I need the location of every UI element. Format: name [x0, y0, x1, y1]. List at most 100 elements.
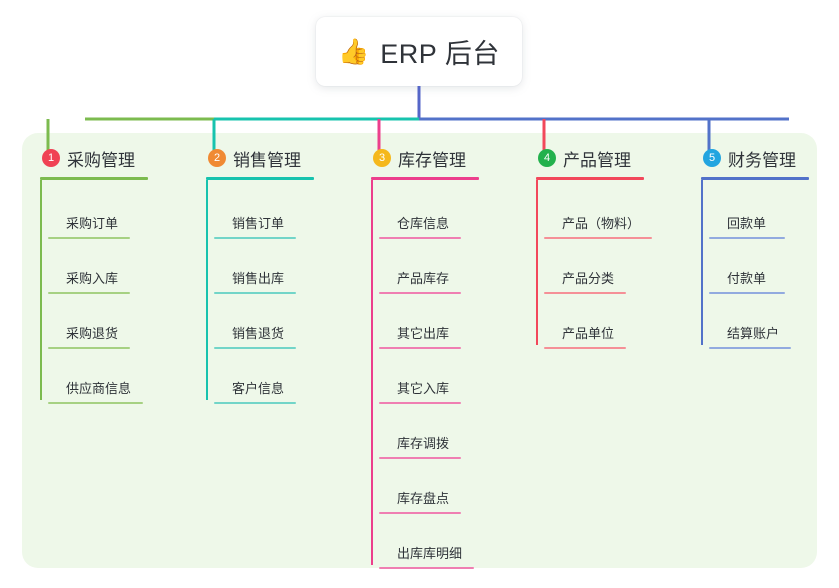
- branch-item-label: 产品库存: [397, 271, 450, 286]
- branch-item-rule: [379, 347, 461, 349]
- branch-item-rule: [214, 402, 296, 404]
- branch-item-rule: [48, 292, 130, 294]
- branch-item-rule: [709, 347, 791, 349]
- branch-header-rule: [206, 177, 314, 180]
- branch-title: 销售管理: [233, 150, 301, 170]
- branch-item[interactable]: 供应商信息: [40, 345, 148, 404]
- branch-item-rule: [709, 292, 785, 294]
- branch-header[interactable]: 1 采购管理: [40, 146, 148, 170]
- branch-header[interactable]: 4 产品管理: [536, 146, 652, 170]
- branch-item-label: 其它入库: [397, 381, 450, 396]
- branch-item-label: 产品单位: [562, 326, 615, 341]
- branch-header[interactable]: 5 财务管理: [701, 146, 809, 170]
- branch-item-rule: [214, 237, 296, 239]
- branch-item[interactable]: 结算账户: [701, 290, 809, 349]
- branch-item[interactable]: 回款单: [701, 180, 809, 239]
- branch-number-badge: 5: [703, 149, 721, 167]
- branch-item-rule: [48, 347, 130, 349]
- branch-item[interactable]: 产品单位: [536, 290, 652, 349]
- branch-column: 4 产品管理产品（物料） 产品分类产品单位: [536, 146, 652, 349]
- branch-number-badge: 4: [538, 149, 556, 167]
- branch-item[interactable]: 产品库存: [371, 235, 479, 294]
- branch-title: 采购管理: [67, 150, 135, 170]
- branch-column: 5 财务管理回款单付款单结算账户: [701, 146, 809, 349]
- branch-item[interactable]: 采购订单: [40, 180, 148, 239]
- branch-header-rule: [371, 177, 479, 180]
- branch-number-badge: 3: [373, 149, 391, 167]
- branch-item-label: 销售订单: [232, 216, 285, 231]
- branch-item-label: 产品分类: [562, 271, 615, 286]
- branch-column: 2 销售管理销售订单销售出库销售退货客户信息: [206, 146, 314, 404]
- branch-item[interactable]: 其它出库: [371, 290, 479, 349]
- branch-item[interactable]: 库存盘点: [371, 455, 479, 514]
- branch-item-label: 采购退货: [66, 326, 119, 341]
- branch-item[interactable]: 付款单: [701, 235, 809, 294]
- branch-item[interactable]: 销售订单: [206, 180, 314, 239]
- branch-title: 产品管理: [563, 150, 631, 170]
- branch-item-list: 产品（物料） 产品分类产品单位: [536, 180, 652, 349]
- branch-item-rule: [379, 457, 461, 459]
- branch-item-rule: [379, 512, 461, 514]
- root-node-card[interactable]: 👍 ERP 后台: [316, 17, 522, 86]
- branch-item-label: 其它出库: [397, 326, 450, 341]
- branch-item[interactable]: 客户信息: [206, 345, 314, 404]
- branch-item-rule: [709, 237, 785, 239]
- branch-title: 财务管理: [728, 150, 796, 170]
- branch-header[interactable]: 3 库存管理: [371, 146, 479, 170]
- branch-header-rule: [701, 177, 809, 180]
- branch-item-label: 销售退货: [232, 326, 285, 341]
- thumbs-up-icon: 👍: [338, 38, 370, 66]
- branch-title: 库存管理: [398, 150, 466, 170]
- branch-header[interactable]: 2 销售管理: [206, 146, 314, 170]
- branch-item-label: 仓库信息: [397, 216, 450, 231]
- branch-item[interactable]: 库存调拨: [371, 400, 479, 459]
- branch-item-rule: [379, 567, 474, 569]
- branch-item-label: 产品（物料）: [562, 216, 641, 231]
- branch-item-rule: [379, 402, 461, 404]
- branch-item-label: 采购入库: [66, 271, 119, 286]
- branch-item-label: 回款单: [727, 216, 767, 231]
- branch-header-rule: [40, 177, 148, 180]
- branch-column: 1 采购管理采购订单采购入库采购退货供应商信息: [40, 146, 148, 404]
- branch-item-list: 采购订单采购入库采购退货供应商信息: [40, 180, 148, 404]
- branch-item-label: 客户信息: [232, 381, 285, 396]
- branch-item-label: 采购订单: [66, 216, 119, 231]
- branch-item[interactable]: 采购入库: [40, 235, 148, 294]
- branch-item-label: 库存盘点: [397, 491, 450, 506]
- branch-spine: [701, 180, 703, 345]
- branch-item-label: 供应商信息: [66, 381, 132, 396]
- branch-item-rule: [48, 237, 130, 239]
- branch-item[interactable]: 仓库信息: [371, 180, 479, 239]
- branch-item-rule: [544, 347, 626, 349]
- branch-column: 3 库存管理仓库信息产品库存其它出库其它入库库存调拨库存盘点出库库明细: [371, 146, 479, 569]
- branch-item[interactable]: 销售出库: [206, 235, 314, 294]
- branch-item-rule: [379, 292, 461, 294]
- branch-item-label: 付款单: [727, 271, 767, 286]
- branch-item-rule: [214, 292, 296, 294]
- branch-item-list: 回款单付款单结算账户: [701, 180, 809, 349]
- branch-item-rule: [544, 237, 652, 239]
- branch-item-label: 库存调拨: [397, 436, 450, 451]
- branch-item[interactable]: 产品（物料）: [536, 180, 652, 239]
- branch-number-badge: 1: [42, 149, 60, 167]
- branch-spine: [206, 180, 208, 400]
- branch-item-rule: [48, 402, 143, 404]
- branch-item-label: 出库库明细: [397, 546, 463, 561]
- branches-panel: [22, 133, 817, 568]
- branch-number-badge: 2: [208, 149, 226, 167]
- branch-spine: [536, 180, 538, 345]
- branch-item-list: 销售订单销售出库销售退货客户信息: [206, 180, 314, 404]
- branch-spine: [371, 180, 373, 565]
- branch-item-list: 仓库信息产品库存其它出库其它入库库存调拨库存盘点出库库明细: [371, 180, 479, 569]
- branch-item-label: 结算账户: [727, 326, 780, 341]
- branch-spine: [40, 180, 42, 400]
- branch-item[interactable]: 销售退货: [206, 290, 314, 349]
- branch-item[interactable]: 出库库明细: [371, 510, 479, 569]
- branch-item[interactable]: 产品分类: [536, 235, 652, 294]
- branch-item-rule: [544, 292, 626, 294]
- branch-item[interactable]: 采购退货: [40, 290, 148, 349]
- branch-item-label: 销售出库: [232, 271, 285, 286]
- branch-item[interactable]: 其它入库: [371, 345, 479, 404]
- root-title: ERP 后台: [380, 39, 500, 69]
